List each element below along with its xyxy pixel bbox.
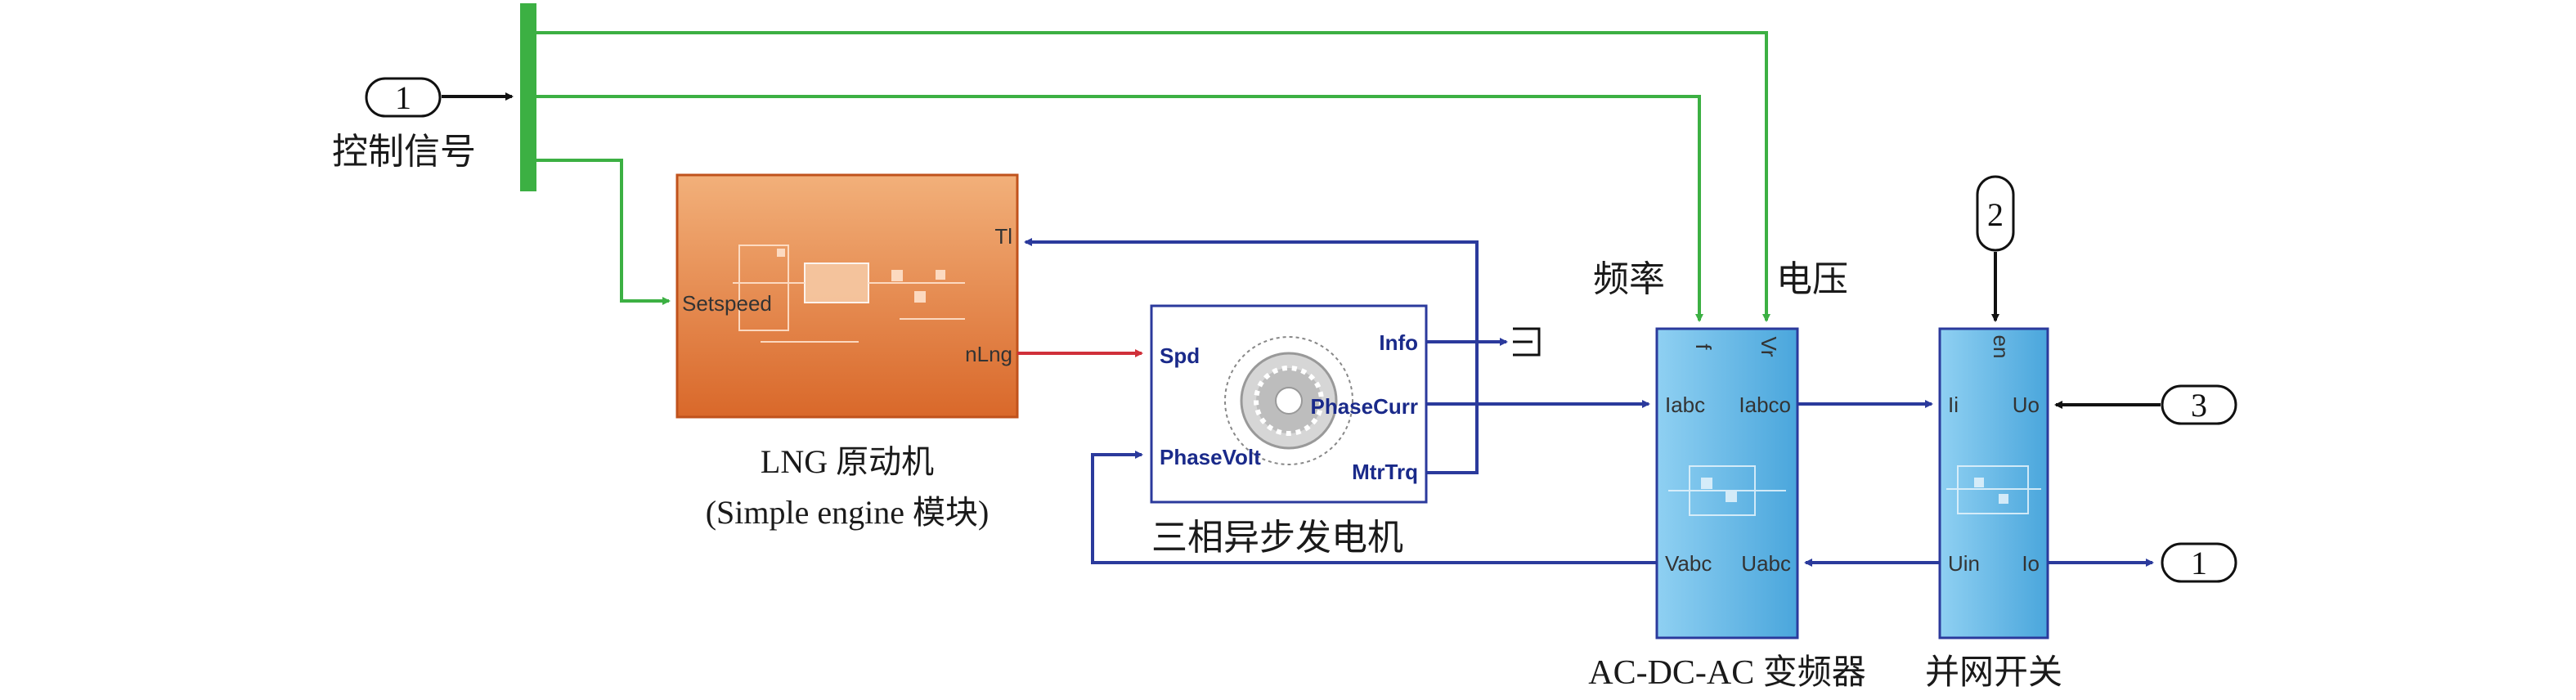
converter-label: AC-DC-AC 变频器 [1588, 653, 1866, 692]
inport-enable[interactable]: 2 [1976, 175, 2015, 252]
converter-port-v: Vr [1757, 336, 1781, 357]
gen-port-mtrtrq: MtrTrq [1352, 460, 1418, 484]
lng-engine-block[interactable]: Setspeed Tl nLng [675, 173, 1019, 419]
engine-port-tl: Tl [994, 224, 1012, 249]
converter-port-iabco: Iabco [1739, 393, 1791, 417]
engine-label-line1: LNG 原动机 [761, 443, 934, 480]
gen-port-info: Info [1379, 330, 1418, 355]
converter-block[interactable]: f Vr Iabc Iabco Vabc Uabc [1655, 327, 1799, 639]
converter-internal-schematic [1668, 465, 1786, 516]
wire-frequency-ref [536, 95, 1703, 322]
gen-port-spd: Spd [1160, 343, 1200, 368]
switch-port-uo: Uo [2013, 393, 2040, 417]
terminator-icon[interactable] [1513, 327, 1541, 357]
generator-block[interactable]: Spd PhaseVolt Info PhaseCurr MtrTrq [1150, 304, 1428, 504]
wire-voltage-ref [536, 31, 1770, 322]
gen-port-phasecurr: PhaseCurr [1311, 394, 1419, 419]
outport-output[interactable]: 1 [2161, 542, 2237, 583]
inport-grid-voltage-number: 3 [2191, 387, 2207, 424]
engine-port-nlng: nLng [965, 342, 1012, 366]
switch-port-en: en [1989, 335, 2013, 359]
engine-internal-schematic [733, 245, 965, 343]
converter-label-voltage: 电压 [1776, 259, 1848, 299]
wire-phase-voltage [1091, 451, 1657, 564]
switch-port-ii: Ii [1948, 393, 1959, 417]
inport-grid-voltage[interactable]: 3 [2161, 384, 2237, 425]
converter-port-f: f [1691, 343, 1716, 350]
wire-setspeed [536, 159, 671, 305]
switch-port-io: Io [2022, 551, 2040, 576]
engine-label-line2: (Simple engine 模块) [706, 494, 990, 531]
switch-internal-schematic [1946, 465, 2041, 514]
converter-label-frequency: 频率 [1593, 259, 1665, 299]
gen-port-phasevolt: PhaseVolt [1160, 445, 1261, 469]
inport-control[interactable]: 1 [365, 77, 442, 118]
grid-switch-block[interactable]: en Ii Uo Uin Io [1938, 327, 2049, 639]
converter-port-uabc: Uabc [1741, 551, 1791, 576]
converter-port-iabc: Iabc [1665, 393, 1705, 417]
outport-output-number: 1 [2191, 545, 2207, 581]
inport-enable-number: 2 [1987, 196, 2004, 233]
bus-demux[interactable] [520, 3, 536, 191]
inport-control-number: 1 [395, 79, 411, 116]
motor-icon [1224, 336, 1353, 465]
switch-port-uin: Uin [1948, 551, 1980, 576]
engine-port-setspeed: Setspeed [682, 291, 772, 316]
converter-port-vabc: Vabc [1665, 551, 1712, 576]
inport-control-label: 控制信号 [332, 132, 476, 172]
grid-switch-label: 并网开关 [1925, 654, 2062, 692]
wire-torque-feedback [1024, 238, 1479, 474]
generator-label: 三相异步发电机 [1151, 518, 1403, 558]
